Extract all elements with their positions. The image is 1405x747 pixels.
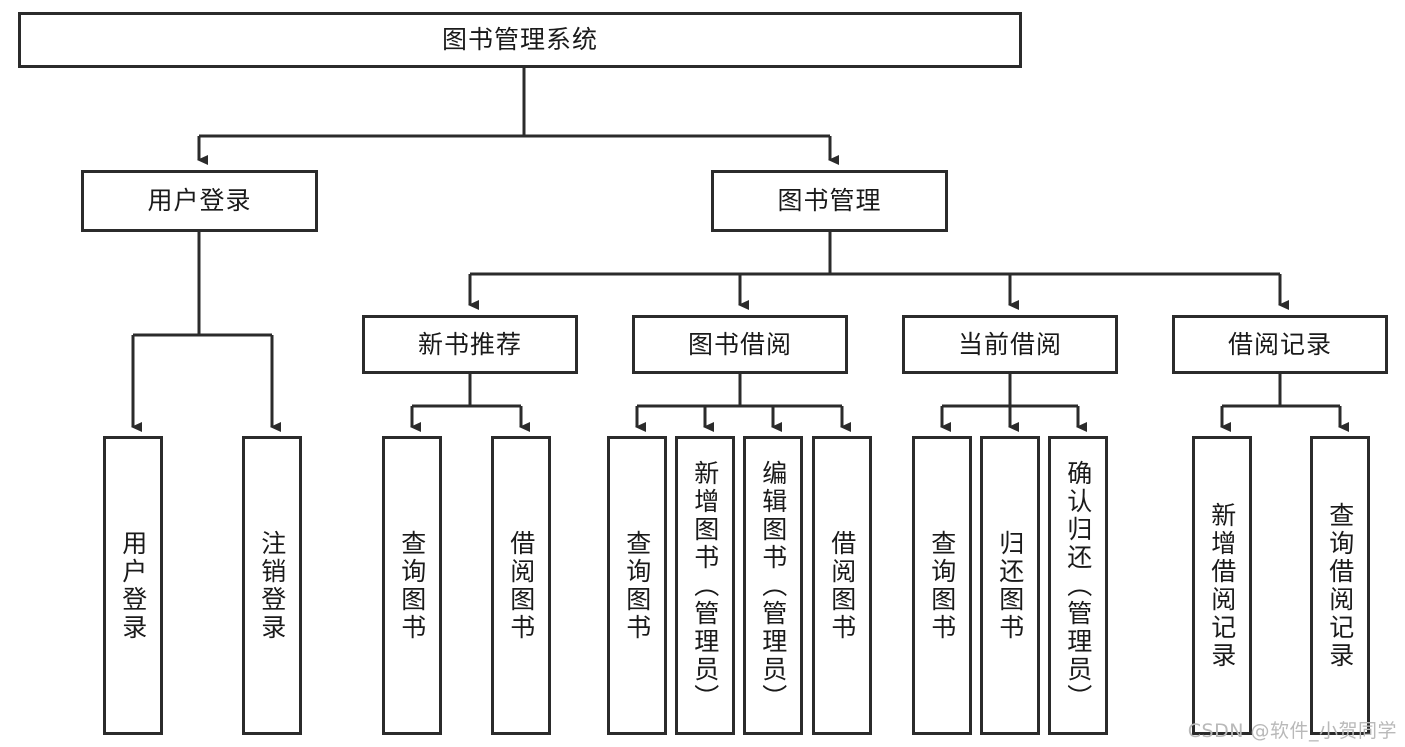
- node-root-label: 图书管理系统: [441, 25, 598, 55]
- node-leaf-borrow-book-2[interactable]: 借阅图书: [812, 436, 872, 735]
- node-leaf-add-book-admin[interactable]: 新增图书（管理员）: [675, 436, 735, 735]
- node-leaf-confirm-return-admin[interactable]: 确认归还（管理员）: [1048, 436, 1108, 735]
- node-leaf-add-borrow-record-label: 新增借阅记录: [1207, 501, 1237, 670]
- node-borrow-records-label: 借阅记录: [1227, 329, 1332, 359]
- node-leaf-query-borrow-record[interactable]: 查询借阅记录: [1310, 436, 1370, 735]
- node-borrow-records[interactable]: 借阅记录: [1172, 315, 1388, 374]
- node-user-login[interactable]: 用户登录: [81, 170, 318, 232]
- node-leaf-query-borrow-record-label: 查询借阅记录: [1325, 501, 1355, 670]
- node-leaf-edit-book-admin[interactable]: 编辑图书（管理员）: [743, 436, 803, 735]
- node-leaf-user-login-label: 用户登录: [118, 529, 148, 642]
- node-leaf-query-book-3-label: 查询图书: [927, 529, 957, 642]
- node-leaf-return-book[interactable]: 归还图书: [980, 436, 1040, 735]
- node-leaf-confirm-return-admin-label: 确认归还（管理员）: [1063, 459, 1093, 712]
- node-leaf-add-book-admin-label: 新增图书（管理员）: [690, 459, 720, 712]
- node-leaf-borrow-book-2-label: 借阅图书: [827, 529, 857, 642]
- node-new-book-recommend[interactable]: 新书推荐: [362, 315, 578, 374]
- node-current-borrow-label: 当前借阅: [957, 329, 1062, 359]
- node-leaf-logout[interactable]: 注销登录: [242, 436, 302, 735]
- node-user-login-label: 用户登录: [147, 186, 252, 216]
- node-leaf-borrow-book-1-label: 借阅图书: [506, 529, 536, 642]
- node-leaf-edit-book-admin-label: 编辑图书（管理员）: [758, 459, 788, 712]
- node-book-borrow[interactable]: 图书借阅: [632, 315, 848, 374]
- node-leaf-query-book-1-label: 查询图书: [397, 529, 427, 642]
- node-leaf-query-book-2-label: 查询图书: [622, 529, 652, 642]
- node-book-borrow-label: 图书借阅: [687, 329, 792, 359]
- watermark: CSDN @软件_小贺同学: [1187, 720, 1397, 742]
- node-leaf-query-book-1[interactable]: 查询图书: [382, 436, 442, 735]
- node-leaf-borrow-book-1[interactable]: 借阅图书: [491, 436, 551, 735]
- node-new-book-recommend-label: 新书推荐: [417, 329, 522, 359]
- node-book-management[interactable]: 图书管理: [711, 170, 948, 232]
- node-leaf-add-borrow-record[interactable]: 新增借阅记录: [1192, 436, 1252, 735]
- node-current-borrow[interactable]: 当前借阅: [902, 315, 1118, 374]
- node-leaf-logout-label: 注销登录: [257, 529, 287, 642]
- node-root[interactable]: 图书管理系统: [18, 12, 1022, 68]
- node-leaf-query-book-3[interactable]: 查询图书: [912, 436, 972, 735]
- node-leaf-user-login[interactable]: 用户登录: [103, 436, 163, 735]
- node-book-management-label: 图书管理: [777, 186, 882, 216]
- node-leaf-return-book-label: 归还图书: [995, 529, 1025, 642]
- node-leaf-query-book-2[interactable]: 查询图书: [607, 436, 667, 735]
